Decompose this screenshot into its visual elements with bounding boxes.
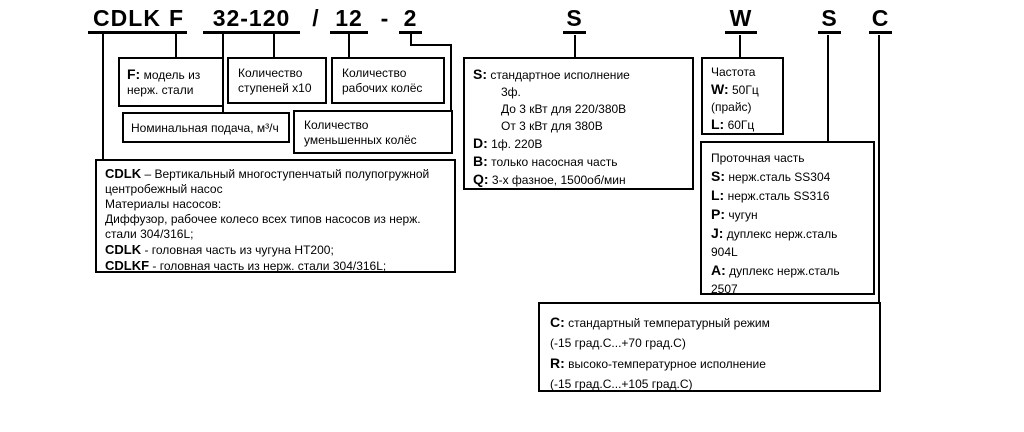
power-row: 3ф.	[501, 85, 521, 99]
power-row: Q: 3-х фазное, 1500об/мин	[473, 171, 626, 187]
connector-stages-line	[273, 34, 275, 58]
code-part-material-flag: F	[166, 5, 187, 34]
reduced-box: Количество уменьшенных колёс	[293, 110, 453, 154]
code-part-series: CDLK	[88, 5, 166, 34]
code-part-temperature: C	[869, 5, 892, 34]
connector-impellers-line	[348, 34, 350, 58]
f-model-key: F:	[127, 66, 141, 82]
code-part-slash: /	[312, 5, 320, 31]
temperature-row: C: стандартный температурный режим	[550, 314, 770, 330]
frequency-title: Частота	[711, 65, 756, 79]
stages-box: Количество ступеней x10	[227, 57, 327, 104]
connector-reduced-line-v1	[410, 34, 412, 46]
connector-reduced-line-h	[410, 44, 452, 46]
f-model-box: F: модель из нерж. стали	[118, 57, 224, 107]
power-row: До 3 кВт для 220/380В	[501, 102, 627, 116]
description-line-4: CDLK - головная часть из чугуна HT200;	[105, 242, 334, 257]
connector-series-line	[102, 34, 104, 160]
flow-part-row: P: чугун	[711, 206, 758, 222]
code-part-flow-part: S	[818, 5, 841, 34]
impellers-box: Количество рабочих колёс	[331, 57, 445, 104]
connector-power-line	[574, 35, 576, 58]
power-execution-box: S: стандартное исполнение 3ф. До 3 кВт д…	[463, 57, 694, 190]
connector-frequency-line	[739, 35, 741, 58]
flow-text: Номинальная подача, м³/ч	[131, 121, 279, 135]
temperature-row: (-15 град.С...+105 град.С)	[550, 377, 693, 391]
code-part-power: S	[563, 5, 586, 34]
flow-part-box: Проточная часть S: нерж.сталь SS304 L: н…	[700, 141, 875, 296]
stages-text: Количество ступеней x10	[238, 66, 312, 95]
connector-flow-part-line	[827, 35, 829, 142]
power-row: B: только насосная часть	[473, 153, 618, 169]
reduced-text: Количество уменьшенных колёс	[304, 118, 417, 147]
flow-box: Номинальная подача, м³/ч	[122, 112, 290, 143]
code-part-frequency: W	[725, 5, 757, 34]
connector-material-line	[175, 34, 177, 58]
description-line-2: Материалы насосов:	[105, 197, 222, 211]
description-line-5: CDLKF - головная часть из нерж. стали 30…	[105, 258, 387, 273]
frequency-row: (прайс)	[711, 100, 752, 114]
power-row: D: 1ф. 220В	[473, 135, 543, 151]
flow-part-row: L: нерж.сталь SS316	[711, 187, 830, 203]
frequency-row: W: 50Гц	[711, 81, 759, 97]
code-part-reduced: 2	[399, 5, 422, 34]
flow-part-row: A: дуплекс нерж.сталь 2507	[711, 262, 840, 296]
description-line-3: Диффузор, рабочее колесо всех типов насо…	[105, 212, 421, 241]
temperature-row: R: высоко-температурное исполнение	[550, 355, 766, 371]
flow-part-row: J: дуплекс нерж.сталь 904L	[711, 225, 838, 259]
connector-reduced-line-v2	[450, 44, 452, 112]
code-part-dash: -	[380, 5, 390, 31]
connector-temperature-line	[878, 35, 880, 303]
flow-part-title: Проточная часть	[711, 151, 805, 165]
power-row: От 3 кВт для 380В	[501, 119, 603, 133]
flow-part-row: S: нерж.сталь SS304	[711, 168, 831, 184]
temperature-row: (-15 град.С...+70 град.С)	[550, 336, 686, 350]
code-part-flow-head: 32-120	[203, 5, 300, 34]
frequency-box: Частота W: 50Гц (прайс) L: 60Гц	[701, 57, 784, 135]
description-line-1: CDLK – Вертикальный многоступенчатый пол…	[105, 166, 430, 196]
power-row: S: стандартное исполнение	[473, 66, 630, 82]
frequency-row: L: 60Гц	[711, 116, 755, 132]
series-description-box: CDLK – Вертикальный многоступенчатый пол…	[95, 159, 456, 273]
f-model-text: модель из нерж. стали	[127, 68, 201, 97]
temperature-box: C: стандартный температурный режим (-15 …	[538, 302, 881, 392]
code-part-stages: 12	[330, 5, 368, 34]
impellers-text: Количество рабочих колёс	[342, 66, 423, 95]
